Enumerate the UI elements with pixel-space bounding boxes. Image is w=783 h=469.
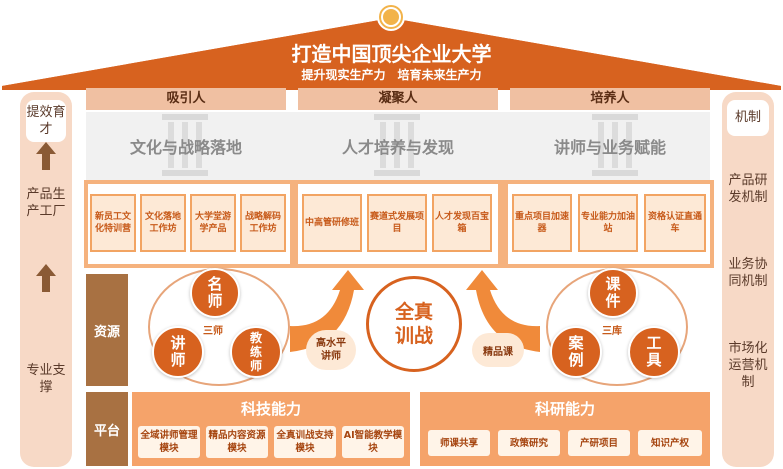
platform-label: 平台	[86, 392, 128, 466]
quality-course-label: 精品课	[472, 333, 524, 367]
platform-group-title: 科技能力	[240, 400, 301, 418]
up-arrow-icon	[36, 142, 56, 170]
platform-module: 全真训战支持模块	[274, 426, 336, 458]
curved-arrow-icon	[466, 270, 540, 352]
left-bottom-label: 专业支撑	[26, 363, 66, 395]
teacher-cluster-center: 三师	[203, 326, 223, 337]
platform-module: 师课共享	[428, 430, 490, 456]
product-card: 资格认证直通车	[644, 194, 706, 252]
product-card: 赛道式发展项目	[367, 194, 427, 252]
node-coach: 教练师	[230, 326, 282, 378]
column-theme: 人才培养与发现	[341, 138, 454, 157]
column-header: 凝聚人	[298, 88, 498, 110]
product-card: 战略解码工作坊	[240, 194, 286, 252]
left-top-label: 提效育才	[26, 100, 66, 142]
resource-label: 资源	[86, 274, 128, 386]
column-header: 培养人	[510, 88, 710, 110]
product-card: 重点项目加速器	[512, 194, 572, 252]
product-card: 新员工文化特训营	[90, 194, 136, 252]
platform-module: AI智能教学模块	[342, 426, 404, 458]
platform-module: 政策研究	[498, 430, 560, 456]
pillar-icon	[374, 114, 420, 176]
product-card: 中高管研修班	[302, 194, 362, 252]
roof-title: 打造中国顶尖企业大学	[291, 42, 492, 66]
product-card: 人才发现百宝箱	[432, 194, 492, 252]
core-training-circle: 全真训战	[366, 276, 462, 372]
left-middle-label: 产品生产工厂	[26, 187, 66, 219]
roof-subtitle: 提升现实生产力 培育未来生产力	[301, 68, 482, 82]
node-famous-teacher: 名师	[190, 268, 240, 318]
platform-group-title: 科研能力	[534, 400, 595, 418]
curved-arrow-icon	[290, 270, 364, 352]
platform-module: 全域讲师管理模块	[138, 426, 200, 458]
platform-module: 知识产权	[638, 430, 702, 456]
column-theme: 讲师与业务赋能	[553, 138, 666, 157]
pillar-icon	[162, 114, 208, 176]
right-panel-item: 市场化运营机制	[728, 341, 768, 390]
high-level-lecturer-label: 高水平讲师	[306, 330, 356, 370]
roof	[2, 18, 781, 90]
node-courseware: 课件	[588, 268, 638, 318]
platform-module: 产研项目	[568, 430, 630, 456]
product-card: 大学堂游学产品	[190, 194, 236, 252]
node-lecturer: 讲师	[152, 326, 204, 378]
column-header: 吸引人	[86, 88, 286, 110]
node-case: 案例	[550, 326, 602, 378]
column-theme: 文化与战略落地	[129, 138, 242, 157]
right-panel-item: 业务协同机制	[728, 257, 768, 289]
node-tool: 工具	[628, 326, 680, 378]
pillar-icon	[592, 114, 638, 176]
right-panel-title: 机制	[727, 100, 769, 136]
library-cluster-center: 三库	[602, 326, 622, 337]
product-card: 文化落地工作坊	[140, 194, 186, 252]
right-panel-item: 产品研发机制	[728, 173, 768, 205]
product-card: 专业能力加油站	[578, 194, 638, 252]
up-arrow-icon	[36, 264, 56, 292]
emblem-icon	[377, 3, 405, 31]
right-panel	[722, 92, 774, 467]
platform-module: 精品内容资源模块	[206, 426, 268, 458]
